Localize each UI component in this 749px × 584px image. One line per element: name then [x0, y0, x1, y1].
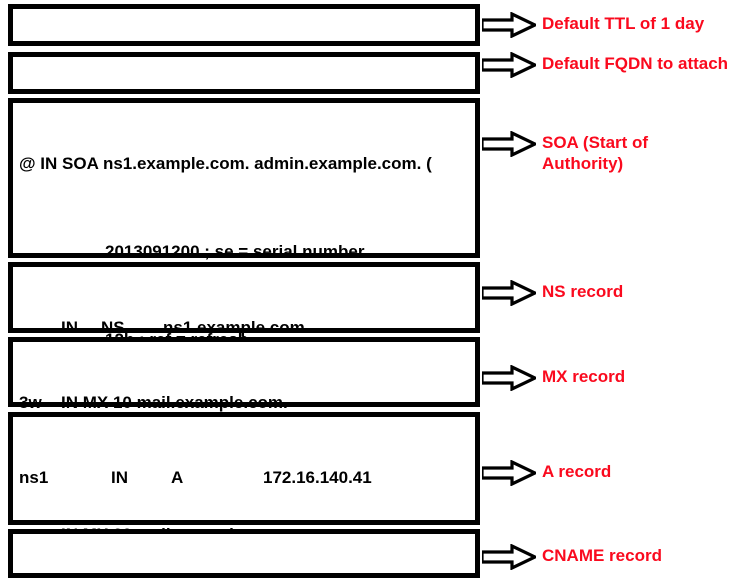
annotation-soa-label: SOA (Start of Authority) [542, 133, 649, 173]
annotation-mx-label: MX record [542, 367, 626, 386]
arrow-right-icon [482, 12, 536, 38]
soa-field-serial: 2013091200 ; se = serial number [19, 241, 475, 263]
arrow-right-icon [482, 280, 536, 306]
origin-directive-box: $ORIGIN example.com. [8, 52, 480, 127]
soa-record-box: @ IN SOA ns1.example.com. admin.example.… [8, 98, 480, 525]
ns-class: IN [61, 318, 78, 337]
annotation-ttl-label: Default TTL of 1 day [542, 14, 705, 33]
a-value: 172.16.140.41 [263, 468, 372, 487]
annotation-cname-label: CNAME record [542, 546, 662, 565]
cname-record-lines: ftpIN CNAMEftp.example.net. [13, 534, 475, 584]
arrow-right-icon [482, 544, 536, 570]
a-name: ns1 [19, 468, 49, 487]
annotation-ttl: Default TTL of 1 day [482, 11, 704, 38]
soa-serial-value: 2013091200 [105, 242, 200, 261]
a-record-row: ns1 IN A 172.16.140.41 [19, 467, 475, 489]
a-class: IN [111, 468, 128, 487]
ns-value: ns1.example.com. [163, 318, 310, 337]
ns-type: NS [101, 318, 125, 337]
annotation-mx: MX record [482, 364, 625, 391]
ns-record-row: IN NS ns1.example.com. [19, 317, 475, 339]
annotation-origin: Default FQDN to attach [482, 51, 728, 78]
annotation-a-label: A record [542, 462, 612, 481]
cname-record-box: ftpIN CNAMEftp.example.net. [8, 529, 480, 578]
arrow-right-icon [482, 52, 536, 78]
soa-serial-comment: ; se = serial number [204, 242, 365, 261]
arrow-right-icon [482, 460, 536, 486]
annotation-ns-label: NS record [542, 282, 624, 301]
a-type: A [171, 468, 184, 487]
mx-ttl: 3w [19, 393, 42, 412]
mx-text: IN MX 10 mail.example.com. [61, 393, 288, 412]
ttl-directive-box: $TTL 1d [8, 4, 480, 79]
annotation-origin-label: Default FQDN to attach [542, 54, 729, 73]
arrow-right-icon [482, 131, 536, 157]
annotation-cname: CNAME record [482, 543, 662, 570]
arrow-right-icon [482, 365, 536, 391]
annotation-a: A record [482, 459, 611, 486]
soa-header-line: @ IN SOA ns1.example.com. admin.example.… [19, 154, 432, 173]
mx-record-row: 3w IN MX 10 mail.example.com. [19, 392, 475, 414]
annotation-ns: NS record [482, 279, 623, 306]
annotation-soa: SOA (Start of Authority) [482, 130, 648, 174]
